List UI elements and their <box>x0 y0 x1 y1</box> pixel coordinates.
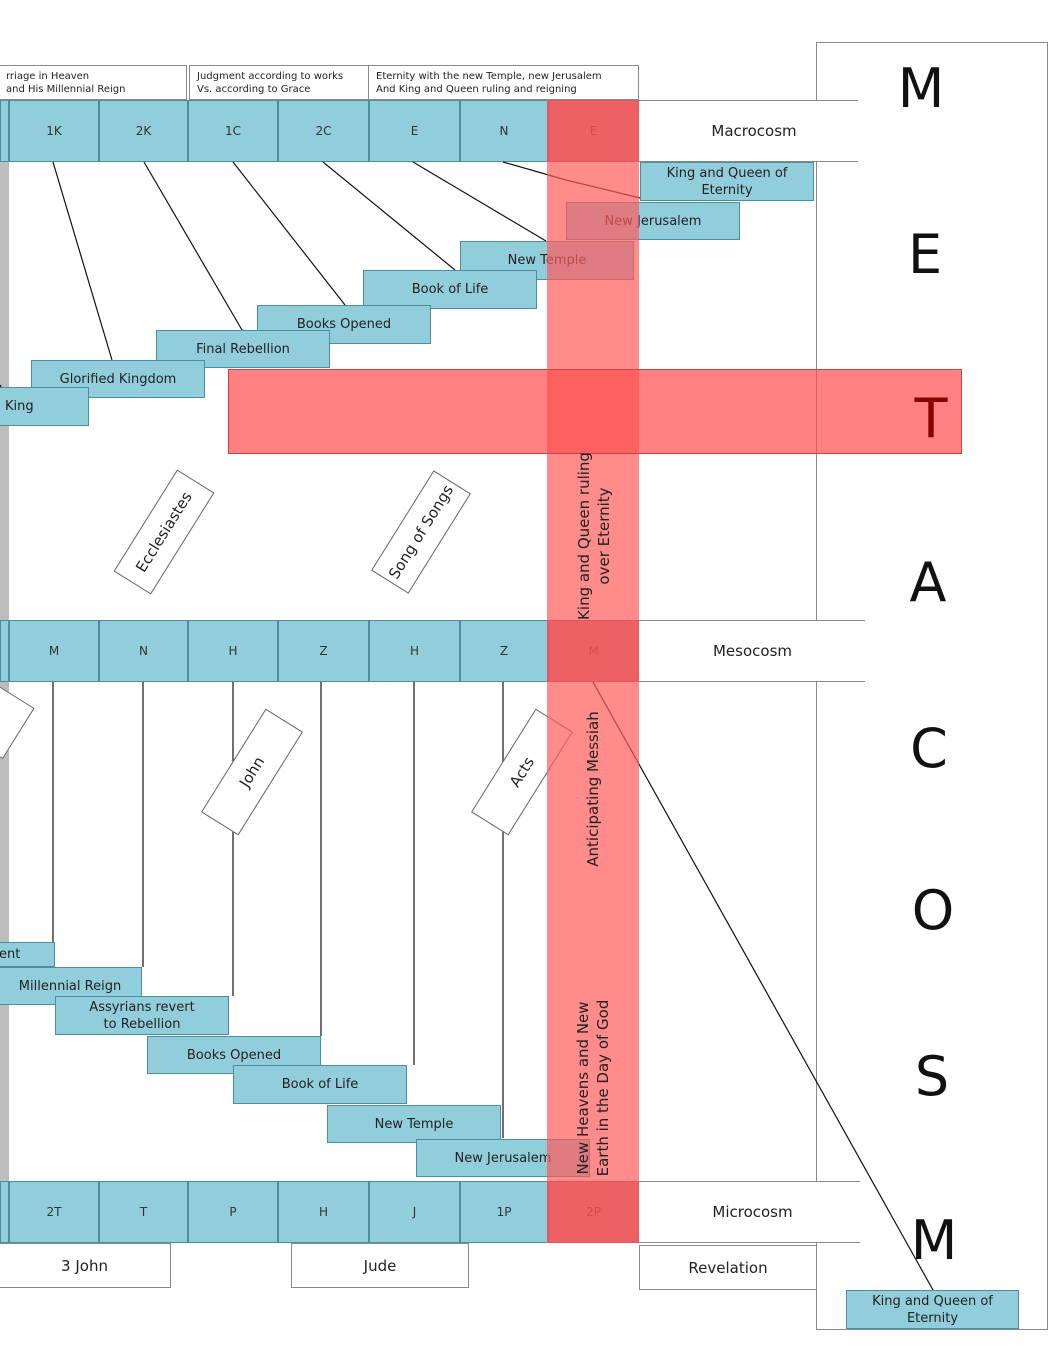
mesocosm-label: Mesocosm <box>650 621 855 681</box>
micro-label-rule-top <box>639 1181 860 1182</box>
step-final-rebellion: Final Rebellion <box>156 330 330 368</box>
macrocosm-label: Macrocosm <box>650 101 858 161</box>
metacosm-letter-e: E <box>907 223 943 286</box>
metacosm-letter-m1: M <box>897 57 945 120</box>
meso-cell-z: Z <box>278 620 369 682</box>
red-text-king-queen-ruling: King and Queen ruling over Eternity <box>575 452 613 620</box>
connector-2k-final-rebellion <box>143 161 243 331</box>
step-king-queen-eternity: King and Queen of Eternity <box>640 162 814 201</box>
metacosm-letter-c: C <box>910 717 948 780</box>
micro-cell-2t: 2T <box>9 1181 99 1243</box>
meso-cell-m: M <box>9 620 99 682</box>
microcosm-label: Microcosm <box>650 1182 855 1242</box>
meso-label-rule-bottom <box>639 681 865 682</box>
macro-cell-1c: 1C <box>188 100 278 162</box>
metacosm-letter-s: S <box>914 1045 950 1108</box>
micro-label-rule-bottom <box>639 1242 860 1243</box>
macro-label-rule-top <box>639 100 858 101</box>
bottom-book-3-john: 3 John <box>0 1243 171 1288</box>
micro-cell-h: H <box>278 1181 369 1243</box>
step-king: King <box>0 387 89 426</box>
bottom-book-jude: Jude <box>291 1243 469 1288</box>
micro-cell-j: J <box>369 1181 460 1243</box>
step-lower-partial: ent <box>0 942 55 967</box>
top-note-eternity: Eternity with the new Temple, new Jerusa… <box>368 65 639 100</box>
macro-cell-2k: 2K <box>99 100 188 162</box>
red-text-new-heavens: New Heavens and New Earth in the Day of … <box>574 999 612 1177</box>
bottom-book-revelation: Revelation <box>639 1245 817 1290</box>
macro-cell-e: E <box>369 100 460 162</box>
red-text-anticipating-messiah: Anticipating Messiah <box>584 711 602 867</box>
micro-cell-p: P <box>188 1181 278 1243</box>
macro-cell-2c: 2C <box>278 100 369 162</box>
red-vertical-band <box>547 100 639 1243</box>
step-assyrians-revert: Assyrians revert to Rebellion <box>55 996 229 1035</box>
connector-m-king-queen-eternity <box>592 681 934 1291</box>
step-new-temple-lower: New Temple <box>327 1105 501 1143</box>
meso-cell-h2: H <box>369 620 460 682</box>
connector-1k-glorified-kingdom <box>52 161 113 361</box>
connector-1c-books-opened <box>232 161 346 306</box>
meso-cell-edge <box>0 620 9 682</box>
step-book-of-life-upper: Book of Life <box>363 270 537 309</box>
bottom-king-queen-eternity: King and Queen of Eternity <box>846 1290 1019 1329</box>
macro-label-rule-bottom <box>639 161 858 162</box>
micro-cell-edge <box>0 1181 9 1243</box>
red-horizontal-band <box>228 369 962 454</box>
meso-cell-n: N <box>99 620 188 682</box>
connector-2c-book-of-life <box>322 161 456 271</box>
macro-cell-n: N <box>460 100 548 162</box>
micro-cell-t: T <box>99 1181 188 1243</box>
connector-e-new-temple <box>412 161 547 242</box>
metacosm-letter-t: T <box>914 387 948 450</box>
meso-cell-z2: Z <box>460 620 548 682</box>
meso-cell-h: H <box>188 620 278 682</box>
metacosm-panel <box>816 42 1048 1330</box>
macro-cell-edge <box>0 100 9 162</box>
meso-label-rule-top <box>639 620 865 621</box>
metacosm-letter-m2: M <box>910 1209 958 1272</box>
metacosm-letter-a: A <box>909 551 947 614</box>
macro-cell-1k: 1K <box>9 100 99 162</box>
metacosm-letter-o: O <box>911 879 955 942</box>
step-book-of-life-lower: Book of Life <box>233 1065 407 1104</box>
